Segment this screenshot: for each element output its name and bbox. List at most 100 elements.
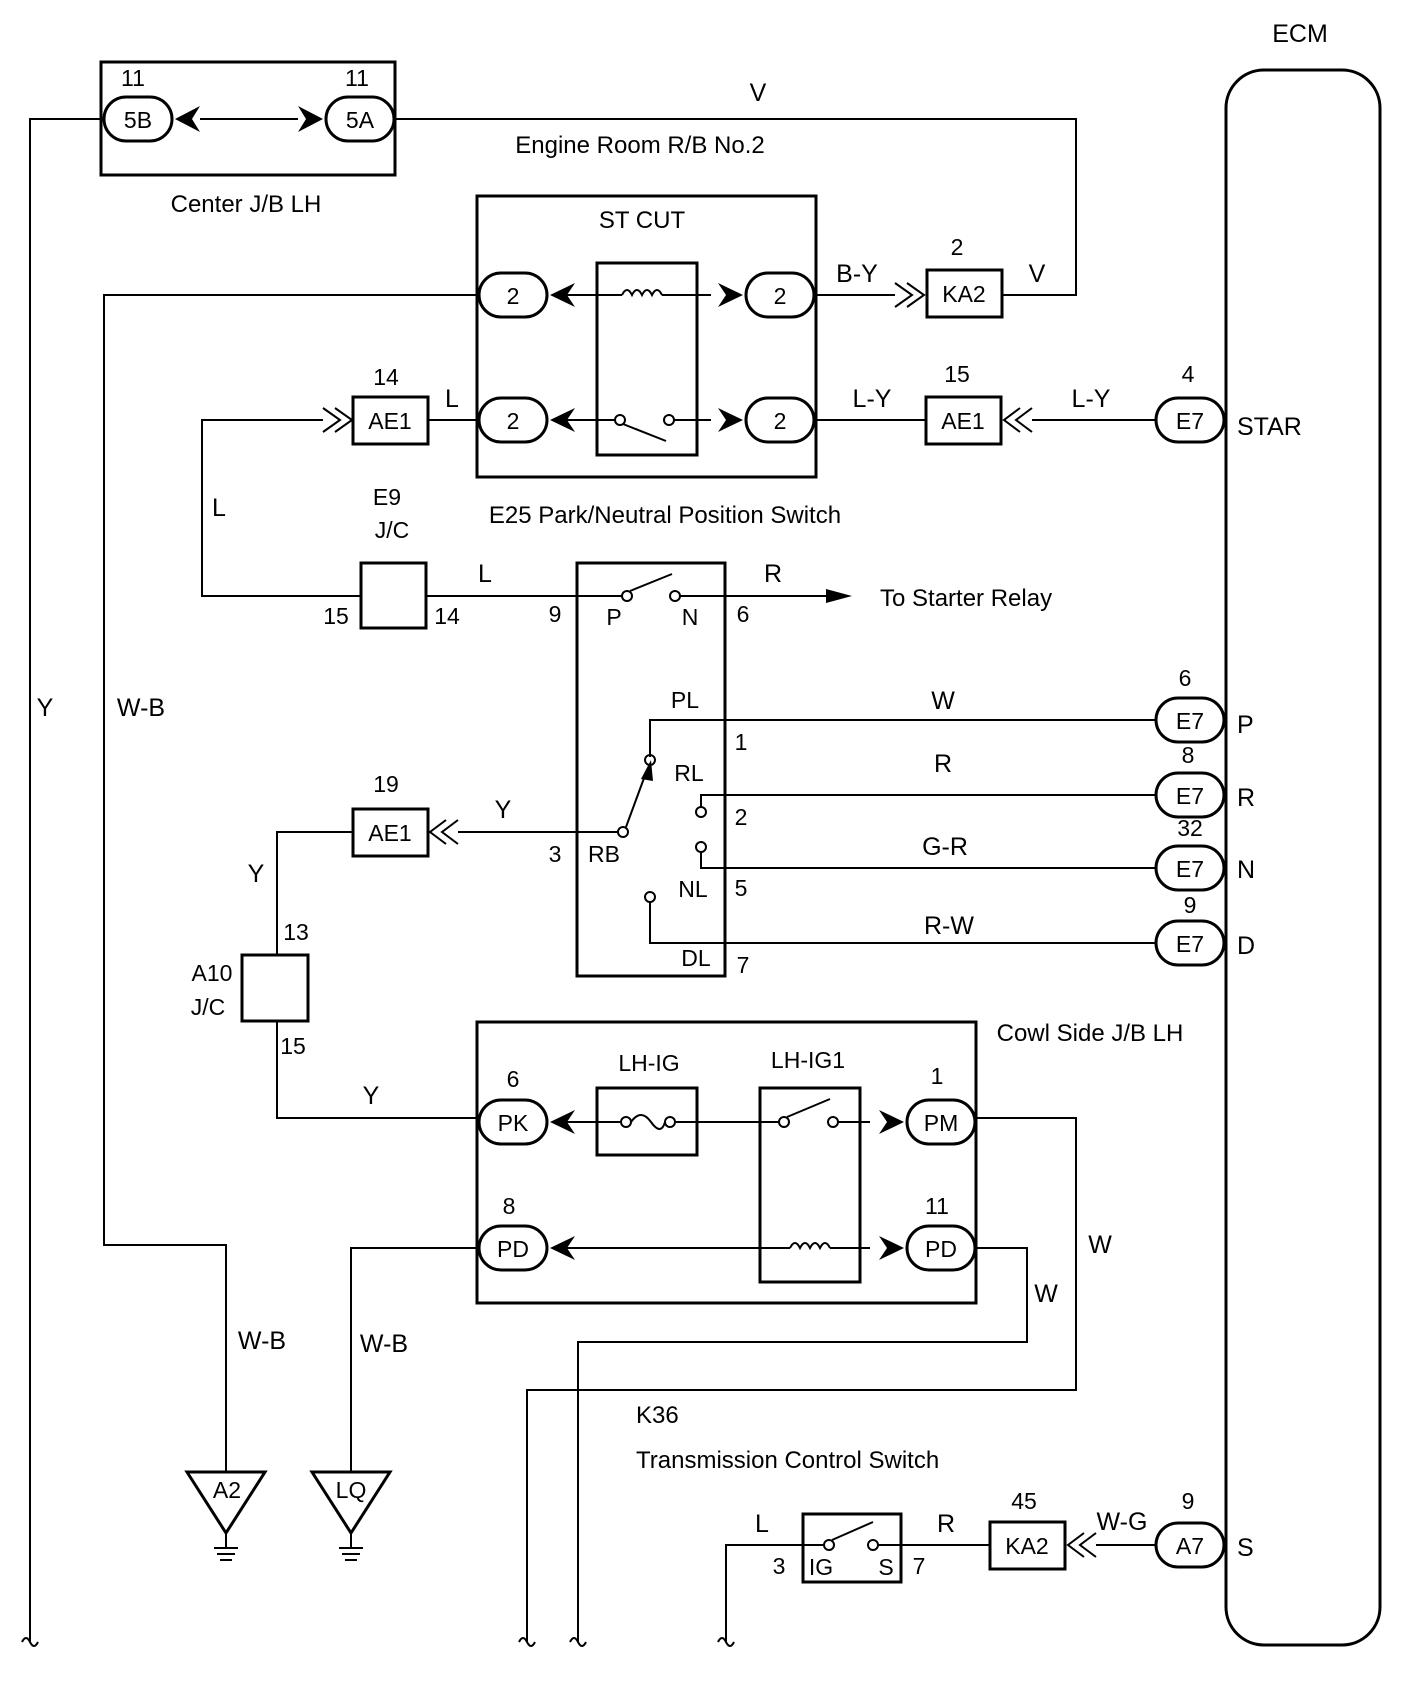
- ground-a2: A2: [184, 1470, 268, 1561]
- pm-pin-number: 1: [931, 1063, 944, 1089]
- connector-label: AE1: [941, 408, 984, 434]
- wire-label-b-y: B-Y: [836, 260, 878, 288]
- pnp-pin-1: 1: [735, 729, 748, 755]
- relay-switch-icon: [786, 1098, 831, 1118]
- pnp-pos-rb: RB: [588, 841, 620, 867]
- e9-jc-label: J/C: [375, 517, 410, 543]
- st-cut-pin-2: 2: [774, 283, 787, 309]
- ground-lq-label: LQ: [336, 1477, 367, 1503]
- connector-5a-label: 5A: [346, 107, 375, 133]
- a10-pin-15: 15: [280, 1033, 306, 1059]
- tcs-ig-label: IG: [809, 1554, 833, 1580]
- connector-label: E7: [1176, 856, 1204, 882]
- pd-right-label: PD: [925, 1236, 957, 1262]
- selector-wiper-icon: [625, 769, 648, 828]
- connector-pin-number: 8: [1182, 742, 1195, 768]
- connector-pin-number: 4: [1182, 361, 1195, 387]
- connector-pin-number: 15: [944, 361, 970, 387]
- connector-ka2-45: 45 KA2: [988, 1488, 1097, 1571]
- ecm-block: ECM STAR P R N D S: [1224, 20, 1382, 1647]
- tcs-switch-icon: [831, 1521, 874, 1541]
- pnp-pin-7: 7: [737, 952, 750, 978]
- pnp-pos-rl: RL: [674, 760, 704, 786]
- pnp-pos-nl: NL: [678, 876, 708, 902]
- connector-pin-number: 9: [1184, 892, 1197, 918]
- connector-label: AE1: [368, 408, 411, 434]
- ecm-terminal-r: R: [1237, 784, 1255, 812]
- ecm-terminal-d: D: [1237, 932, 1255, 960]
- tcs-ref-label: K36: [636, 1402, 679, 1429]
- fuse-icon: [630, 1114, 666, 1130]
- terminal-arrow-icon: [298, 106, 323, 132]
- connector-ae1-14: 14 AE1: [322, 364, 430, 446]
- center-jb-pin-right: 11: [345, 65, 369, 91]
- park-neutral-position-switch: E25 Park/Neutral Position Switch P N 9 6…: [489, 502, 841, 978]
- connector-label: A7: [1176, 1533, 1204, 1559]
- wire-label-y: Y: [363, 1082, 380, 1110]
- wire-label-l: L: [445, 385, 459, 413]
- wire-label-g-r: G-R: [922, 833, 968, 861]
- wire-label-r: R: [764, 560, 782, 588]
- transmission-control-switch: K36 Transmission Control Switch IG S 3 7: [636, 1402, 939, 1584]
- center-jb-title: Center J/B LH: [171, 191, 322, 218]
- a10-jc-label: J/C: [191, 994, 226, 1020]
- lh-ig1-relay-label: LH-IG1: [771, 1047, 845, 1073]
- wire-label-w-g: W-G: [1097, 1508, 1148, 1536]
- pnp-pin-2: 2: [735, 804, 748, 830]
- wire-label-l-y: L-Y: [853, 385, 892, 413]
- pnp-pin-3: 3: [549, 841, 562, 867]
- wire-break-icon: [717, 1637, 735, 1647]
- junction-connector-e9: E9 J/C 15 14: [323, 484, 460, 630]
- connector-ae1-15: 15 AE1: [924, 361, 1033, 446]
- cowl-jb-title: Cowl Side J/B LH: [997, 1020, 1184, 1047]
- engine-room-rb-title: Engine Room R/B No.2: [515, 132, 764, 159]
- pd-left-label: PD: [497, 1236, 529, 1262]
- relay-coil-icon: [789, 1242, 831, 1251]
- wire-break-icon: [518, 1637, 536, 1647]
- wire-label-w: W: [1088, 1231, 1112, 1259]
- a10-label: A10: [192, 960, 233, 986]
- wire-label-y: Y: [248, 860, 265, 888]
- connector-label: E7: [1176, 783, 1204, 809]
- connector-pin-number: 6: [1179, 665, 1192, 691]
- wire-label-r: R: [934, 750, 952, 778]
- wire-label-w-b: W-B: [238, 1327, 286, 1355]
- junction-connector-a10: 13 A10 J/C 15: [191, 919, 310, 1059]
- st-cut-pin-2: 2: [774, 408, 787, 434]
- connector-pin-number: 2: [951, 234, 964, 260]
- wire-label-l: L: [212, 494, 226, 522]
- center-jb-lh: 11 11 5B 5A Center J/B LH: [99, 60, 397, 218]
- st-cut-relay-label: ST CUT: [599, 207, 686, 234]
- connector-pin-number: 14: [373, 364, 399, 390]
- terminal-arrow-icon: [175, 106, 200, 132]
- connector-5b-label: 5B: [124, 107, 152, 133]
- pnp-title: E25 Park/Neutral Position Switch: [489, 502, 841, 529]
- connector-pin-number: 45: [1011, 1488, 1037, 1514]
- connector-label: E7: [1176, 708, 1204, 734]
- lh-ig1-relay: [758, 1086, 862, 1284]
- pnp-pos-p: P: [606, 604, 621, 630]
- ecm-terminal-n: N: [1237, 856, 1255, 884]
- pk-pin-number: 6: [507, 1066, 520, 1092]
- wire-break-icon: [569, 1637, 587, 1647]
- tcs-title: Transmission Control Switch: [636, 1447, 939, 1474]
- relay-switch-icon: [622, 423, 667, 442]
- st-cut-pin-2: 2: [507, 283, 520, 309]
- ground-lq: LQ: [309, 1470, 393, 1561]
- ground-a2-label: A2: [213, 1477, 241, 1503]
- pnp-pos-pl: PL: [671, 687, 699, 713]
- a10-pin-13: 13: [283, 919, 309, 945]
- ecm-terminal-p: P: [1237, 711, 1254, 739]
- center-jb-pin-left: 11: [121, 65, 145, 91]
- pk-label: PK: [498, 1110, 529, 1136]
- connector-e7-6: 6 E7: [1154, 665, 1226, 744]
- wire-label-r: R: [937, 1510, 955, 1538]
- tcs-s-label: S: [878, 1554, 893, 1580]
- connector-label: KA2: [942, 281, 985, 307]
- connector-ae1-19: 19 AE1: [351, 771, 459, 858]
- wire-label-v: V: [750, 79, 767, 107]
- ecm-terminal-s: S: [1237, 1534, 1254, 1562]
- lh-ig-fuse-label: LH-IG: [618, 1050, 679, 1076]
- starter-relay-arrow-icon: [826, 589, 852, 603]
- pnp-pos-dl: DL: [681, 945, 711, 971]
